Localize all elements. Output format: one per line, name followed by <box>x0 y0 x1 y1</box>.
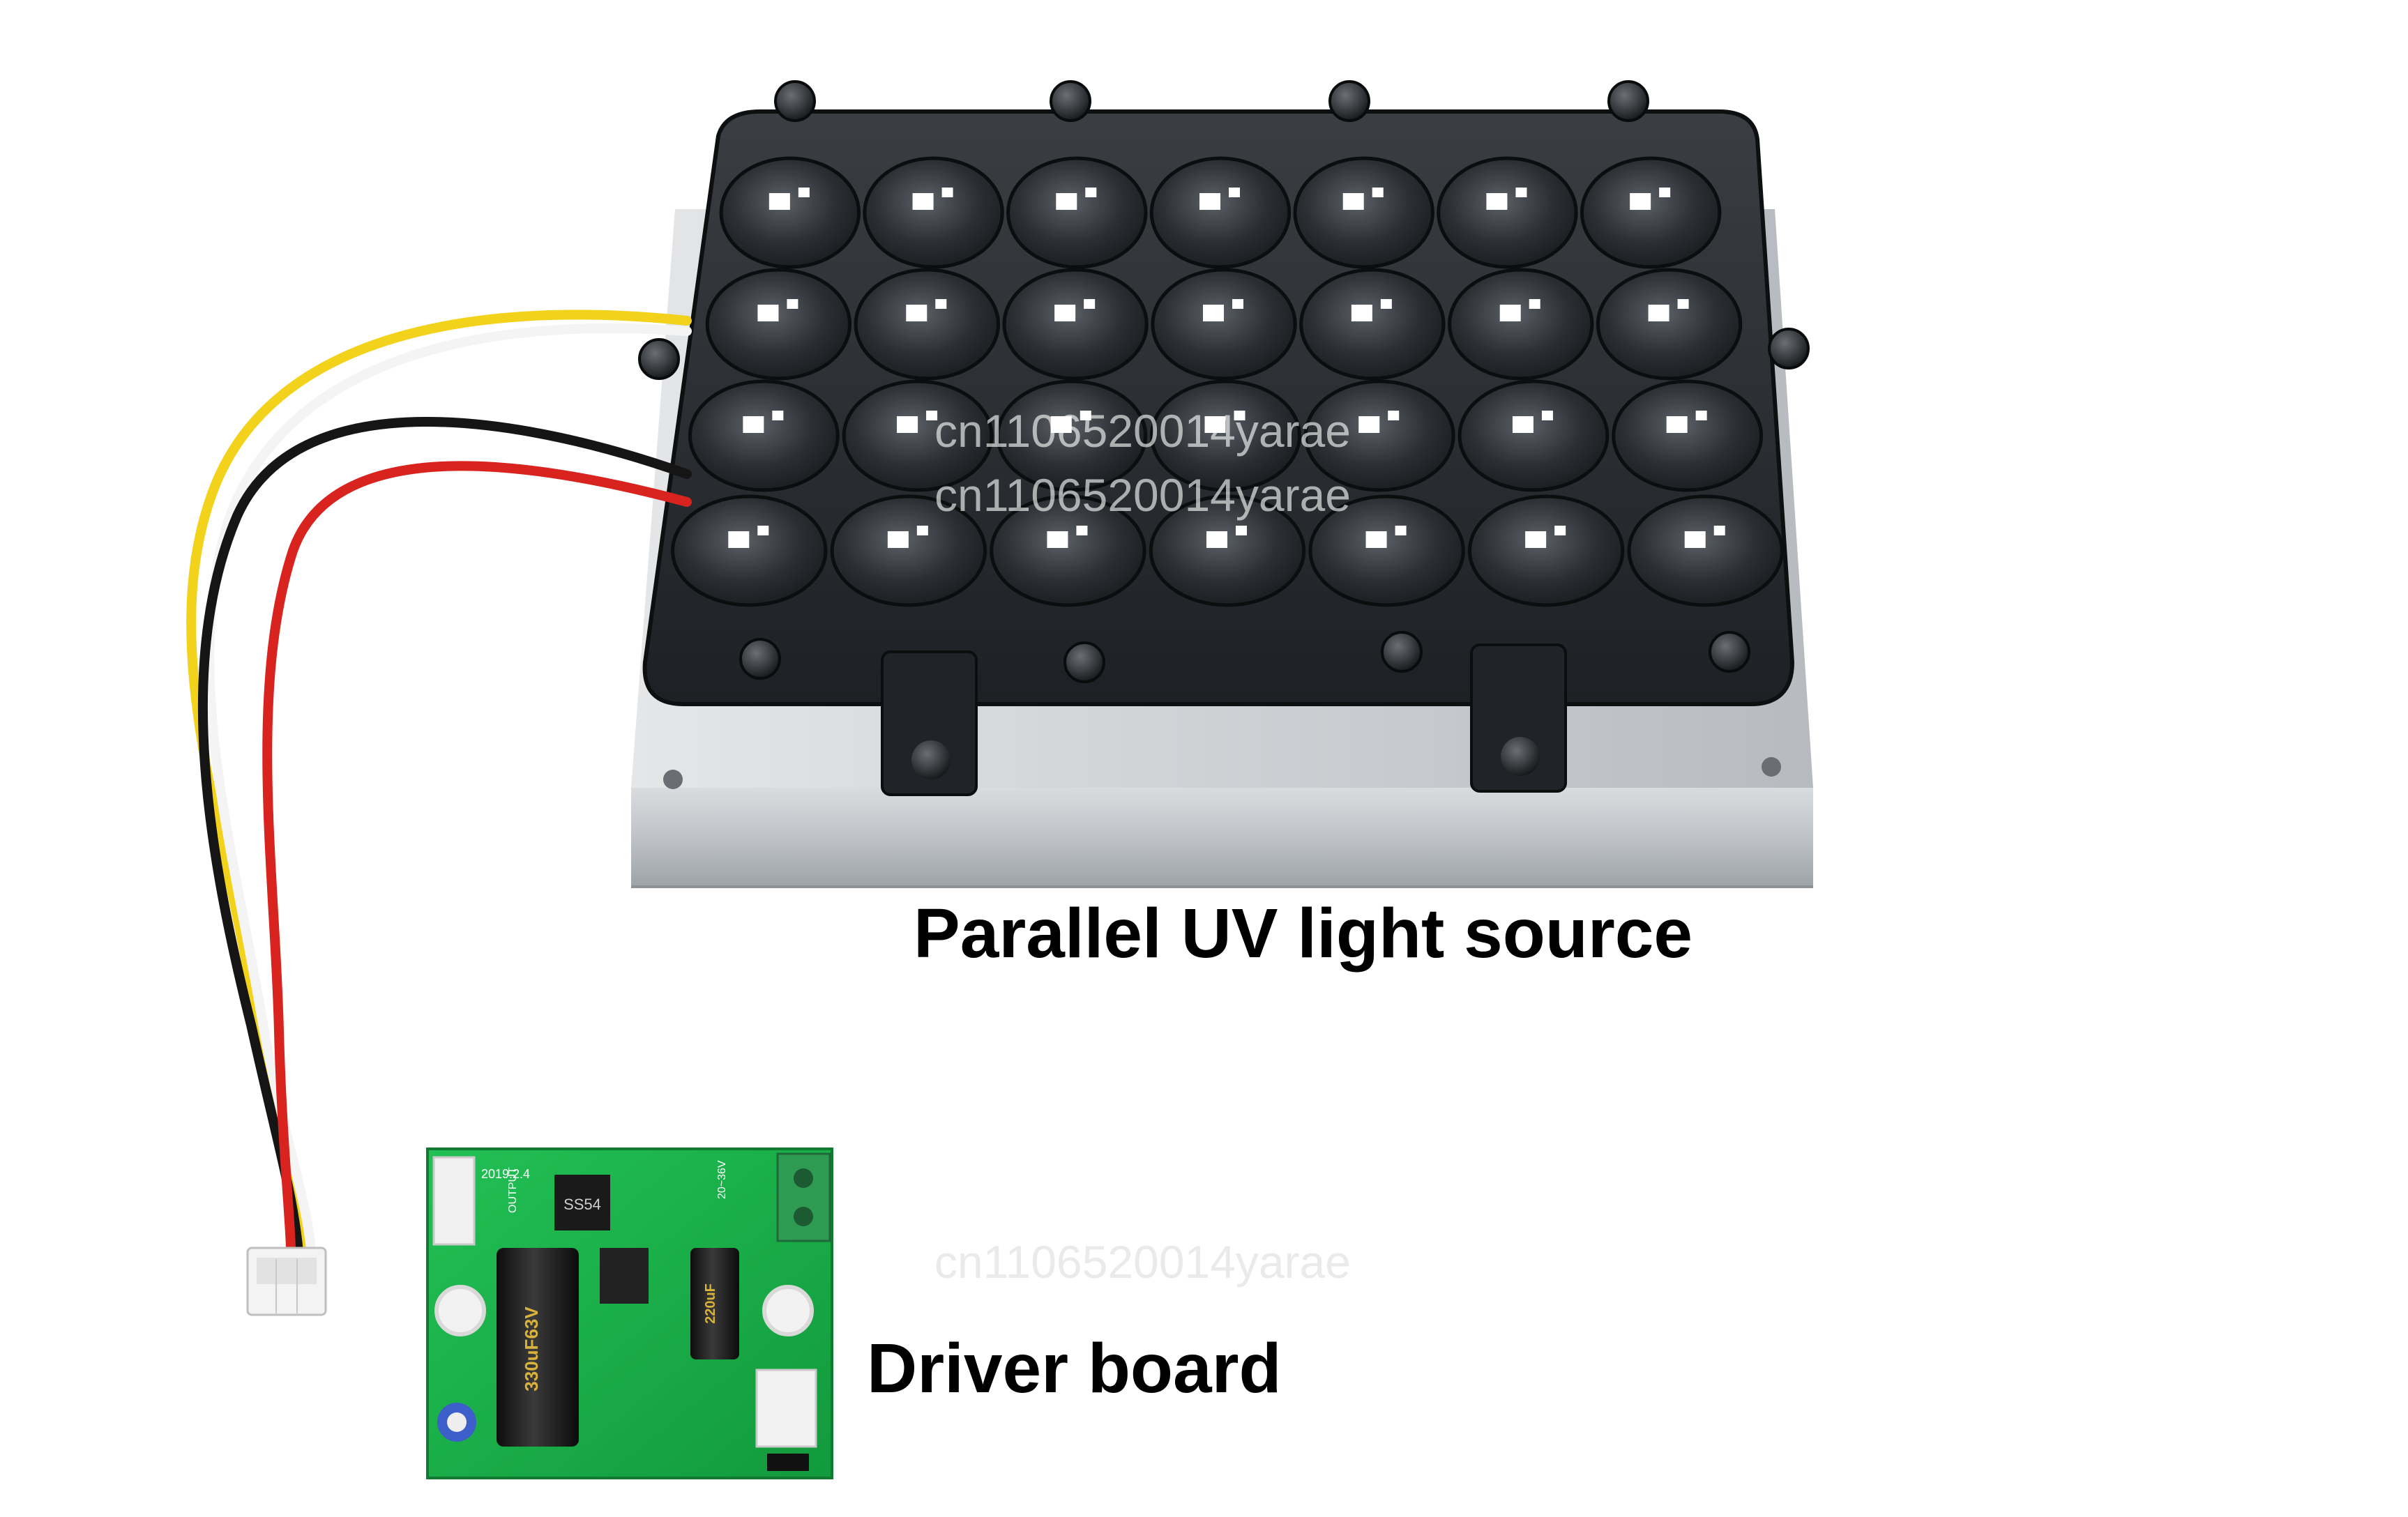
lens <box>1293 156 1434 269</box>
lens-array <box>642 109 1795 706</box>
screw <box>739 638 781 680</box>
lens <box>1151 268 1297 381</box>
screw <box>1328 80 1370 122</box>
lens <box>1149 156 1292 269</box>
screw <box>1381 631 1423 673</box>
capacitor-large-marking: 330uF63V <box>521 1306 542 1392</box>
lens <box>1308 494 1465 607</box>
screw <box>1709 631 1750 673</box>
watermark-text: cn1106520014yarae <box>934 1236 1351 1288</box>
lens <box>1149 494 1306 607</box>
lens <box>1627 494 1784 607</box>
screw <box>1607 80 1649 122</box>
lens <box>863 156 1004 269</box>
watermark-text: cn1106520014yarae <box>934 405 1351 457</box>
lens <box>1467 494 1625 607</box>
clamp-brackets <box>881 643 1567 796</box>
board-date: 2019.2.4 <box>481 1167 530 1181</box>
screw <box>1768 328 1810 369</box>
lens <box>830 494 987 607</box>
connection-wires <box>186 310 692 1281</box>
lens <box>1612 379 1764 492</box>
board-output-label: OUTPUT <box>507 1167 519 1213</box>
lens <box>688 379 840 492</box>
lens <box>1457 379 1610 492</box>
watermark-text: cn1106520014yarae <box>934 469 1351 521</box>
screw <box>774 80 816 122</box>
capacitor-small-marking: 220uF <box>703 1283 718 1324</box>
lens <box>1303 379 1455 492</box>
lens <box>1437 156 1578 269</box>
lens <box>854 268 1000 381</box>
driver-board-caption: Driver board <box>867 1329 1282 1408</box>
lens <box>1580 156 1722 269</box>
lens <box>1448 268 1594 381</box>
lens <box>842 379 994 492</box>
lens <box>996 379 1148 492</box>
screw <box>1050 80 1091 122</box>
lens <box>719 156 861 269</box>
lens <box>1006 156 1148 269</box>
lens <box>1299 268 1446 381</box>
lens-grid <box>671 156 1784 607</box>
lens <box>671 494 828 607</box>
screw <box>638 338 680 380</box>
driver-board: SS54 330uF63V 220uF 2019.2.4 20~36V OUTP… <box>426 1148 833 1479</box>
board-voltage: 20~36V <box>716 1160 728 1199</box>
inductor-marking: SS54 <box>563 1196 601 1213</box>
wire-connector-plug <box>246 1247 327 1316</box>
lens <box>1596 268 1743 381</box>
screw <box>1063 641 1105 683</box>
mounting-screws <box>638 80 1810 683</box>
lens <box>1002 268 1149 381</box>
lens <box>1150 379 1301 492</box>
light-source-caption: Parallel UV light source <box>914 894 1693 973</box>
lens <box>705 268 852 381</box>
lens <box>990 494 1146 607</box>
